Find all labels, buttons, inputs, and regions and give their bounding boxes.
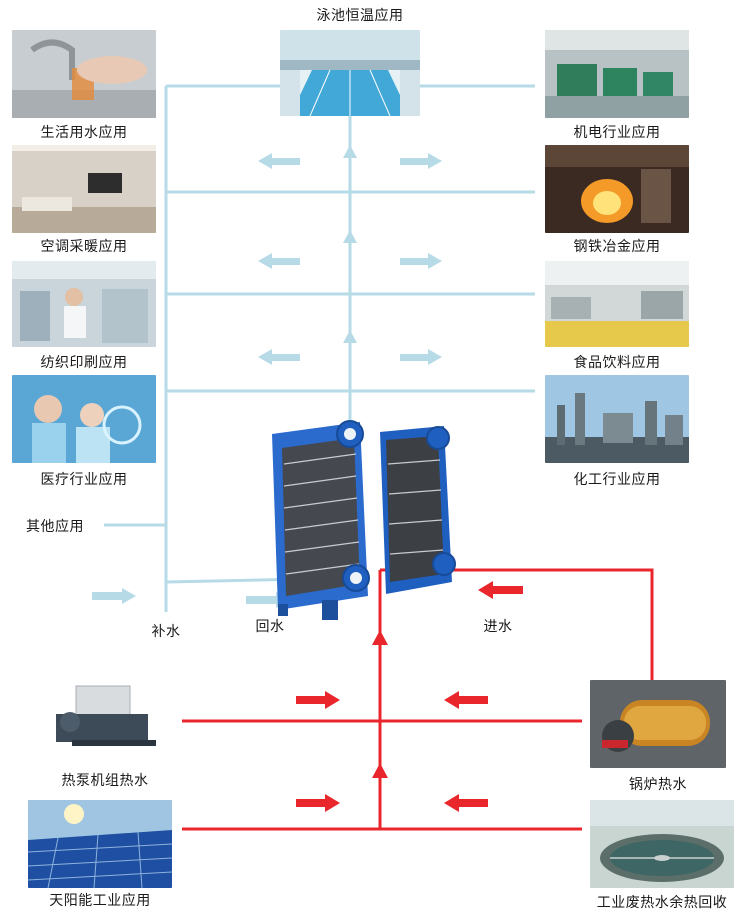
left-app-label-3: 纺织印刷应用 [40, 355, 128, 371]
left-arrow-1 [258, 153, 300, 169]
up-arrow-1 [343, 145, 357, 158]
textile-factory-photo [12, 261, 156, 347]
heat-pump-label: 热泵机组热水 [61, 773, 149, 789]
waste-water-plant-photo [590, 800, 734, 888]
hot-water-network [182, 568, 654, 831]
top-app-label: 泳池恒温应用 [316, 8, 404, 24]
bottling-line-photo [545, 261, 689, 347]
up-arrow-2 [343, 230, 357, 243]
living-room-photo [12, 145, 156, 233]
other-app-label: 其他应用 [26, 519, 84, 535]
solar-label: 天阳能工业应用 [49, 893, 151, 909]
cold-water-network [104, 84, 535, 612]
inlet-line [380, 568, 654, 680]
riser-arrows [343, 145, 357, 343]
boiler-photo [590, 680, 726, 768]
left-arrow-2 [258, 253, 300, 269]
makeup-water-label: 补水 [151, 624, 181, 640]
makeup-arrow [92, 588, 136, 604]
heat-pump-photo [42, 676, 166, 762]
right-arrow-1 [400, 153, 442, 169]
right-arrow-2 [400, 253, 442, 269]
hot-left-arrow-2 [444, 794, 488, 812]
boiler-label: 锅炉热水 [629, 777, 687, 793]
steel-mill-photo [545, 145, 689, 233]
hot-up-arrow-2 [372, 763, 388, 778]
right-arrow-3 [400, 349, 442, 365]
left-app-label-4: 医疗行业应用 [40, 472, 128, 488]
cold-side-arrows [92, 153, 442, 608]
right-app-label-1: 机电行业应用 [573, 125, 661, 141]
left-arrow-3 [258, 349, 300, 365]
solar-panels-photo [28, 800, 172, 888]
inlet-water-label: 进水 [483, 619, 513, 635]
right-app-label-4: 化工行业应用 [573, 472, 661, 488]
hot-right-arrow-2 [296, 794, 340, 812]
return-water-label: 回水 [255, 619, 285, 635]
plate-heat-exchanger [262, 404, 462, 624]
faucet-photo [12, 30, 156, 118]
right-app-label-2: 钢铁冶金应用 [573, 239, 661, 255]
waste-heat-label: 工业废热水余热回收 [596, 895, 728, 911]
hot-arrows [296, 581, 523, 812]
left-app-label-1: 生活用水应用 [40, 125, 128, 141]
pool-photo [280, 30, 420, 116]
hot-left-arrow-1 [444, 691, 488, 709]
generator-hall-photo [545, 30, 689, 118]
left-app-label-2: 空调采暖应用 [40, 239, 128, 255]
medical-staff-photo [12, 375, 156, 463]
chemical-plant-photo [545, 375, 689, 463]
inlet-arrow [478, 581, 523, 599]
hot-up-arrow-1 [372, 630, 388, 645]
hot-right-arrow-1 [296, 691, 340, 709]
up-arrow-3 [343, 330, 357, 343]
right-app-label-3: 食品饮料应用 [573, 355, 661, 371]
